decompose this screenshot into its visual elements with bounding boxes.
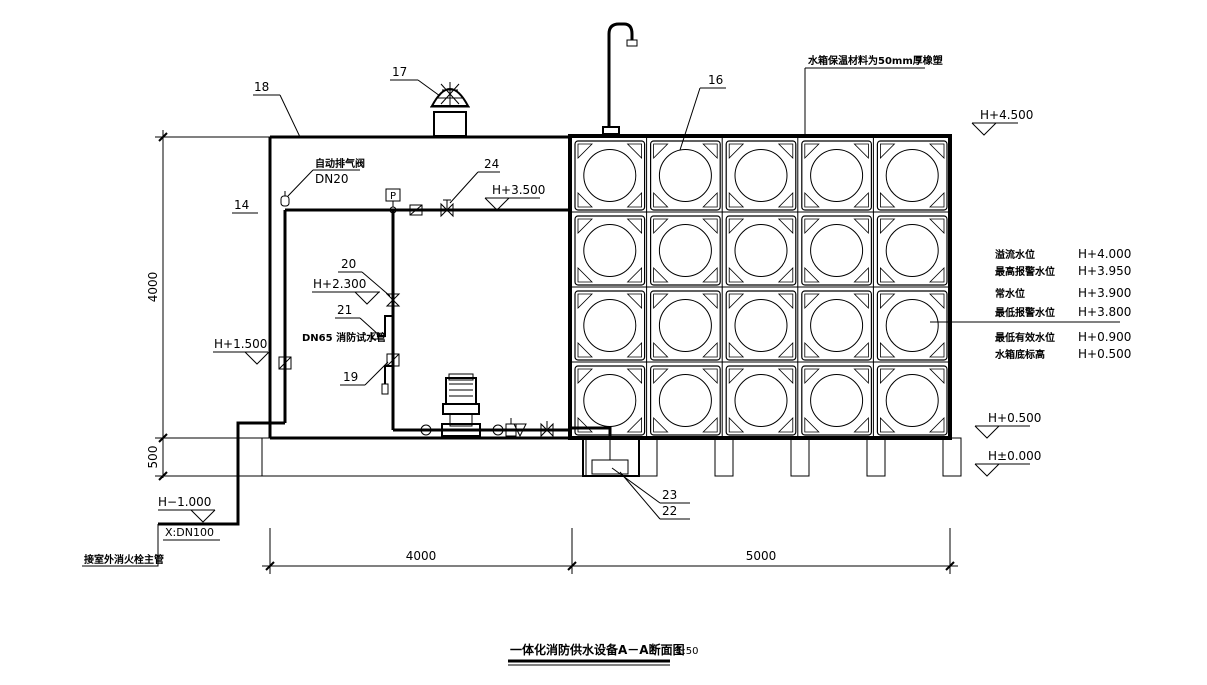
level-h2300: H+2.300 [313, 277, 366, 291]
pressure-gauge: P [385, 188, 401, 214]
dim-width-tank: 5000 [746, 549, 777, 563]
piping [158, 208, 612, 526]
test-valve-20 [385, 293, 401, 307]
callout-14: 14 [234, 198, 249, 212]
water-level-name: 最低报警水位 [995, 306, 1055, 319]
callout-17: 17 [392, 65, 407, 79]
air-valve-label: 自动排气阀 [315, 157, 365, 170]
header-gate-valve-24 [440, 199, 454, 218]
level-h3500: H+3.500 [492, 183, 545, 197]
roof-ventilator [430, 82, 470, 137]
tank-panel [801, 140, 872, 211]
overflow-pipe [602, 22, 638, 135]
water-level-table: 溢流水位 H+4.000 最高报警水位 H+3.950 常水位 H+3.900 最低报警水位… [994, 247, 1131, 361]
water-level-value: H+3.950 [1078, 264, 1131, 278]
water-level-value: H+4.000 [1078, 247, 1131, 261]
tank-panel [725, 365, 797, 436]
level-h4500: H+4.500 [980, 108, 1033, 122]
outdoor-main-label: 接室外消火栓主管 [84, 553, 164, 566]
water-level-value: H+0.900 [1078, 330, 1131, 344]
dim-width-room: 4000 [406, 549, 437, 563]
inlet-check-valve [278, 356, 292, 370]
pressure-gauge-label: P [390, 191, 396, 202]
dim-height-base: 500 [146, 446, 160, 469]
water-level-value: H+3.800 [1078, 305, 1131, 319]
dimension-lines [155, 130, 958, 574]
fire-pump [420, 373, 504, 437]
dim-height-main: 4000 [146, 272, 160, 303]
tank-panel [649, 140, 721, 211]
water-level-value: H+0.500 [1078, 347, 1131, 361]
water-level-name: 最高报警水位 [995, 265, 1055, 278]
drawing-title: 一体化消防供水设备A－A断面图 [510, 642, 685, 657]
tank-panel [574, 365, 646, 436]
check-valve-19 [386, 353, 400, 367]
callout-19: 19 [343, 370, 358, 384]
tank-panel [876, 290, 948, 361]
level-h1500: H+1.500 [214, 337, 267, 351]
tank-panel [649, 215, 721, 286]
tank-panel [574, 140, 646, 211]
callout-20: 20 [341, 257, 356, 271]
test-pipe-valve [371, 332, 379, 340]
water-level-name: 水箱底标高 [994, 348, 1045, 361]
air-valve-dn: DN20 [315, 172, 349, 186]
callout-22: 22 [662, 504, 677, 518]
base-slab [261, 437, 962, 477]
tank-panel [876, 365, 948, 436]
insulation-note: 水箱保温材料为50mm厚橡塑 [807, 54, 943, 67]
level-hneg1000: H−1.000 [158, 495, 211, 509]
tank-panel [574, 290, 646, 361]
tank-panel [725, 290, 797, 361]
drawing-scale: 1:50 [676, 646, 698, 657]
tank-panel [876, 140, 948, 211]
inlet-dn-label: X:DN100 [165, 526, 214, 539]
tank-panel-grid [571, 137, 949, 437]
callout-16: 16 [708, 73, 723, 87]
tank-panel [725, 215, 797, 286]
callout-18: 18 [254, 80, 269, 94]
tank-panel [649, 290, 721, 361]
level-h0000: H±0.000 [988, 449, 1041, 463]
callout-leaders [82, 67, 1120, 567]
level-h0500: H+0.500 [988, 411, 1041, 425]
water-level-name: 常水位 [995, 287, 1025, 300]
water-level-name: 溢流水位 [995, 248, 1035, 261]
tank-panel [725, 140, 797, 211]
suction-fittings [505, 418, 554, 438]
drain-valve [381, 383, 389, 395]
water-level-value: H+3.900 [1078, 286, 1131, 300]
water-level-name: 最低有效水位 [995, 331, 1055, 344]
tank-panel [574, 215, 646, 286]
callout-21: 21 [337, 303, 352, 317]
water-tank [568, 134, 952, 440]
tank-panel [801, 290, 872, 361]
callout-24: 24 [484, 157, 499, 171]
test-pipe-label: DN65 消防试水管 [302, 331, 386, 344]
callout-23: 23 [662, 488, 677, 502]
air-release-valve [280, 191, 290, 207]
tank-panel [649, 365, 721, 436]
level-marks [158, 122, 1030, 523]
tank-panel [876, 215, 948, 286]
tank-panel [801, 215, 872, 286]
tank-panel [801, 365, 872, 436]
header-check-valve [409, 204, 423, 216]
